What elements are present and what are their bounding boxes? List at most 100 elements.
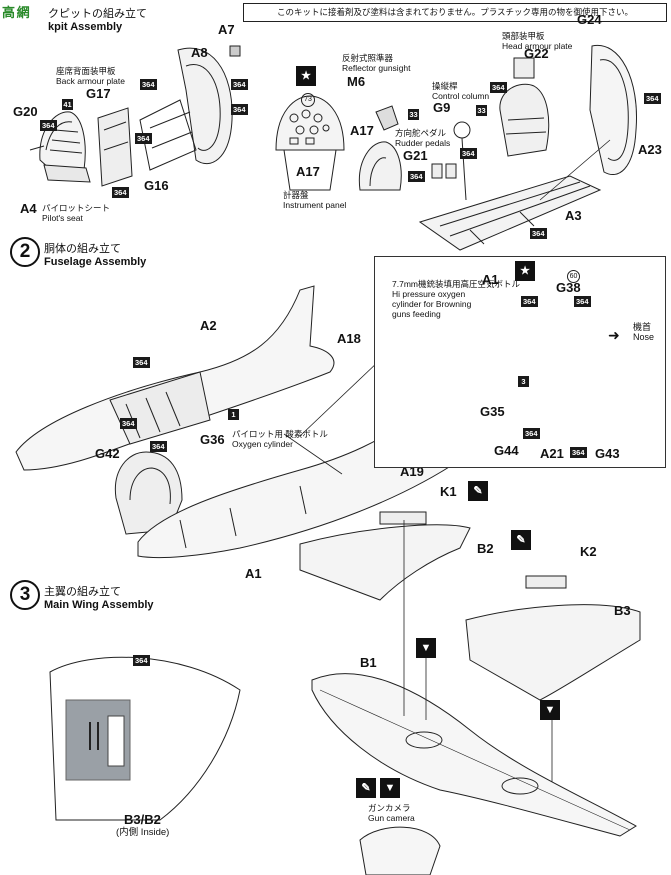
arrow-right-icon: ➜ [608,327,620,343]
step3-number: 3 [10,580,40,610]
paint-364-badge: 364 [133,357,150,368]
decal-60-marker: 60 [567,270,580,283]
frame-a8-drawing [139,45,241,171]
callout-part-G38: G38 [556,280,581,295]
part-G22: G22 [524,46,549,61]
part-K1: K1 [440,484,457,499]
paint-364-badge: 364 [135,133,152,144]
wing-b2-drawing [299,511,471,601]
part-G36: G36 [200,432,225,447]
paint-364-badge: 364 [644,93,661,104]
part-K2: K2 [580,544,597,559]
part-G24: G24 [577,12,602,27]
part-G21: G21 [403,148,428,163]
part-G20: G20 [13,104,38,119]
paint-364-badge: 364 [530,228,547,239]
gun-camera-drawing [359,826,441,875]
paint-364-badge: 364 [521,296,538,307]
watermark-logo: 高 網 [2,5,30,20]
paint-33-badge: 33 [408,109,419,120]
notice-banner: このキットに接着剤及び塗料は含まれておりません。プラスチック専用の物を御使用下さ… [243,3,667,22]
wing-b3-drawing [465,575,641,701]
paint-364-badge: 364 [460,148,477,159]
paint-364-badge: 364 [140,79,157,90]
decal-73-marker: 73 [301,93,315,107]
callout-part-A21: A21 [540,446,564,461]
part-G16: G16 [144,178,169,193]
paint-364-badge: 364 [490,82,507,93]
part-A18: A18 [337,331,361,346]
part-A1: A1 [245,566,262,581]
paint-41-badge: 41 [62,99,73,110]
paint-364-badge: 364 [133,655,150,666]
part-A23: A23 [638,142,662,157]
cement-brush-icon: ✎ [356,778,376,798]
cement-tool-icon: ✎ [511,530,531,550]
part-A17b: A17 [350,123,374,138]
part-B3: B3 [614,603,631,618]
step2-number: 2 [10,237,40,267]
paint-364-badge: 364 [574,296,591,307]
paint-364-badge: 364 [120,418,137,429]
part-A4: A4 [20,201,37,216]
part-A8: A8 [191,45,208,60]
part-A3: A3 [565,208,582,223]
callout-part-G43: G43 [595,446,620,461]
seat-frame-drawing [114,451,183,535]
callout-part-G35: G35 [480,404,505,419]
paint-364-badge: 364 [150,441,167,452]
part-G9: G9 [433,100,451,115]
cement-tool-icon: ✎ [468,481,488,501]
part-G42: G42 [95,446,120,461]
part-A2: A2 [200,318,217,333]
part-A7: A7 [218,22,235,37]
decal-star-icon: ★ [296,66,316,86]
paint-364-badge: 364 [570,447,587,458]
part-B1: B1 [360,655,377,670]
drill-hole-icon: ▼ [540,700,560,720]
frame-a23-drawing [589,44,638,176]
control-column-drawing [453,121,471,201]
paint-364-badge: 364 [231,104,248,115]
part-A17: A17 [296,164,320,179]
drill-hole-icon: ▼ [380,778,400,798]
part-M6: M6 [347,74,366,89]
windscreen-drawing [358,141,402,191]
paint-364-badge: 364 [231,79,248,90]
callout-part-G44: G44 [494,443,519,458]
paint-3-badge: 3 [518,376,529,387]
paint-364-badge: 364 [40,120,57,131]
decal-star-icon: ★ [515,261,535,281]
back-armour-drawing [97,107,133,187]
instrument-panel-drawing [275,95,345,191]
floor-a3-drawing [418,175,602,251]
part-B2: B2 [477,541,494,556]
wing-inside-label: B3/B2 [124,812,161,827]
detail-callout [374,256,666,468]
part-G17: G17 [86,86,111,101]
paint-364-badge: 364 [523,428,540,439]
wing-inside-drawing [49,656,241,821]
pilot-seat-drawing [29,111,91,183]
seat-a3-drawing [499,57,550,157]
paint-364-badge: 364 [408,171,425,182]
paint-364-badge: 364 [112,187,129,198]
paint-1-badge: 1 [228,409,239,420]
callout-part-A1: A1 [482,272,499,287]
drill-hole-icon: ▼ [416,638,436,658]
wing-inside-note: (内側 Inside) [116,827,170,838]
